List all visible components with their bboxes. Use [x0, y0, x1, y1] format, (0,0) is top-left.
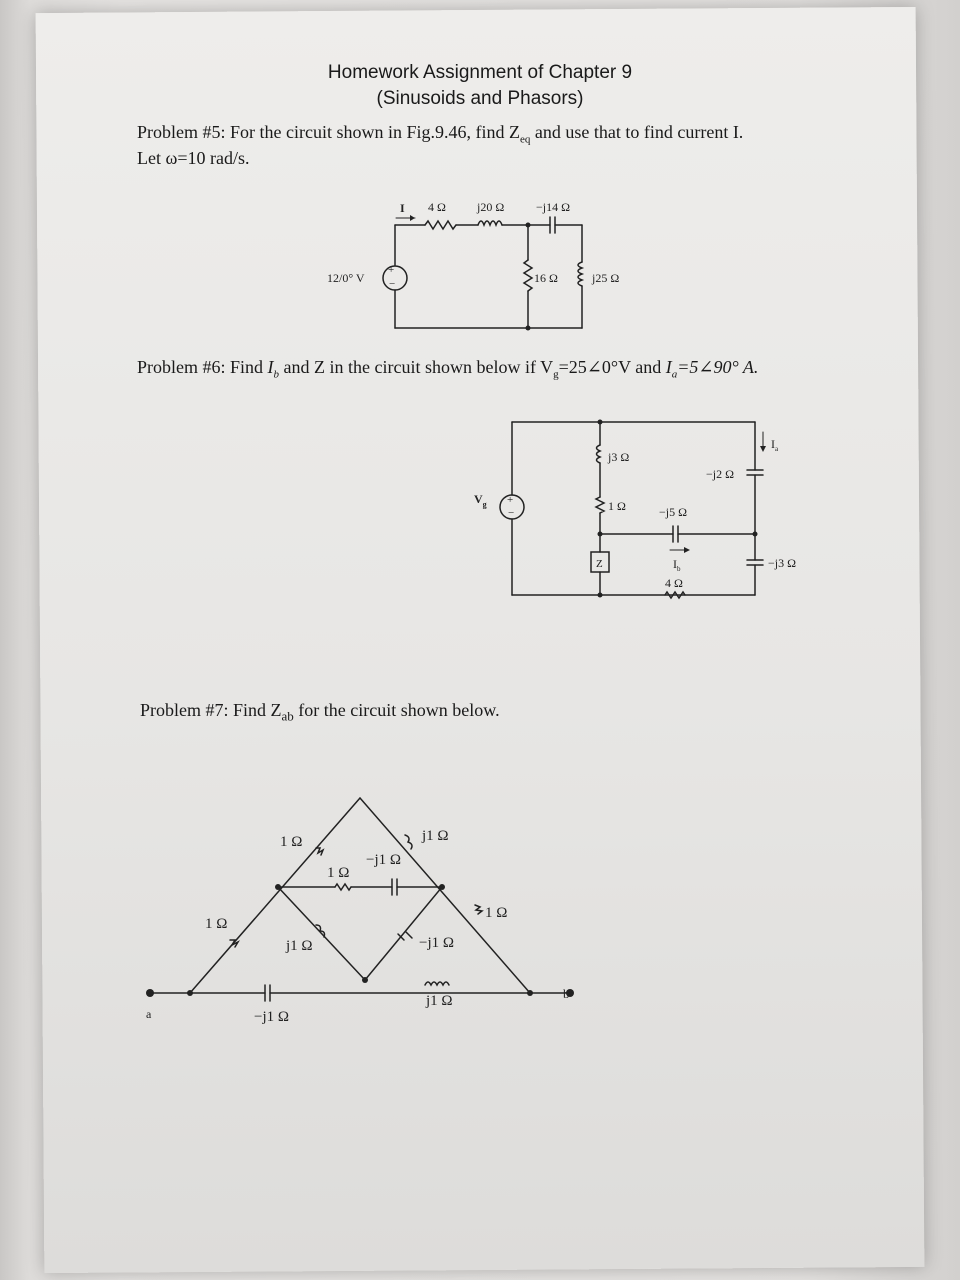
problem6-vg-sub: g: [553, 368, 559, 381]
page-title: Homework Assignment of Chapter 9: [327, 62, 633, 83]
p5-resistor-16: [522, 259, 534, 292]
problem6-text-c: =25∠0°V and: [558, 357, 666, 377]
p6-c3-label: −j3 Ω: [768, 556, 796, 570]
p5-l2-label: j25 Ω: [591, 271, 619, 285]
p7-r-left-label: 1 Ω: [205, 916, 227, 932]
p6-resistor-4: [664, 590, 686, 600]
p5-r2-label: 16 Ω: [534, 271, 558, 285]
p5-source-label: 12/0° V: [327, 271, 365, 285]
p6-r2-label: 4 Ω: [665, 576, 683, 590]
p5-resistor-4: [424, 219, 457, 231]
problem5-omega: Let ω=10 rad/s.: [137, 148, 250, 168]
problem6-statement: Problem #6: Find Ib and Z in the circuit…: [137, 357, 758, 381]
p5-inductor-j25: [577, 261, 585, 287]
p6-inductor-j3: [595, 444, 602, 464]
problem7-text-b: for the circuit shown below.: [293, 700, 500, 720]
problem7-statement: Problem #7: Find Zab for the circuit sho…: [140, 700, 500, 725]
p7-capacitor-inner: [397, 931, 413, 941]
p6-resistor-1: [594, 496, 606, 514]
problem7-circuit: 1 Ω j1 Ω 1 Ω −j1 Ω 1 Ω 1 Ω j1 Ω −j1 Ω −j…: [146, 797, 574, 1025]
p6-c1-label: −j2 Ω: [706, 467, 734, 481]
p7-l-top-right-label: j1 Ω: [421, 828, 449, 844]
p6-vg-label: Vg: [474, 492, 487, 509]
problem5-statement: Problem #5: For the circuit shown in Fig…: [137, 122, 743, 146]
p7-inductor-inner: [315, 924, 326, 938]
problem7-zab-sub: ab: [281, 708, 294, 724]
p6-r1-label: 1 Ω: [608, 499, 626, 513]
svg-text:+: +: [507, 494, 513, 506]
problem6-circuit: + − Vg j3 Ω 1 Ω −j2 Ω Ia −j5 Ω Ib Z 4 Ω …: [474, 419, 796, 600]
p7-inductor-bottom: [424, 981, 450, 987]
svg-text:−: −: [508, 507, 514, 519]
problem6-text-d: =5∠90° A.: [677, 357, 759, 377]
p7-r-right-label: 1 Ω: [485, 905, 507, 921]
p5-inductor-j20: [477, 220, 503, 228]
problem5-text-a: Problem #5: For the circuit shown in Fig…: [137, 122, 520, 142]
p7-c-mid-label: −j1 Ω: [366, 852, 401, 868]
p5-r1-label: 4 Ω: [428, 200, 446, 214]
p7-r-top-left-label: 1 Ω: [280, 834, 302, 850]
p6-z-label: Z: [596, 558, 603, 570]
problem6-ib: I: [267, 357, 274, 377]
p5-l1-label: j20 Ω: [476, 200, 504, 214]
problem6-ia-sub: a: [671, 368, 678, 381]
problem6-ib-sub: b: [273, 368, 280, 381]
p7-l-bottom-label: j1 Ω: [425, 993, 453, 1009]
problem6-ia: I: [665, 357, 672, 377]
p7-c-inner-label: −j1 Ω: [419, 935, 454, 951]
p7-terminal-a: [146, 989, 154, 997]
problem5-circuit: + − I 4 Ω j20 Ω −j14 Ω 12/0° V 16 Ω j25 …: [327, 200, 619, 331]
problem5-zeq-sub: eq: [519, 133, 531, 146]
svg-text:−: −: [389, 278, 395, 290]
p5-current-label: I: [400, 201, 405, 215]
p6-ib-label: Ib: [673, 557, 681, 573]
p7-l-inner-label: j1 Ω: [285, 938, 313, 954]
problem7-text-a: Problem #7: Find Z: [140, 700, 282, 720]
p7-resistor-right: [474, 904, 484, 915]
p6-ia-label: Ia: [771, 437, 779, 453]
p7-c-bottom-label: −j1 Ω: [254, 1009, 289, 1025]
p7-b-label: b: [563, 986, 570, 1001]
problem6-text-a: Problem #6: Find: [137, 357, 268, 377]
p6-l1-label: j3 Ω: [607, 450, 629, 464]
p7-resistor-mid: [334, 882, 352, 892]
p7-inductor-top-right: [404, 834, 413, 850]
p7-resistor-left: [229, 939, 240, 948]
p7-terminal-b: [566, 989, 574, 997]
page-subtitle: (Sinusoids and Phasors): [376, 88, 584, 109]
problem5-text-b: and use that to find current I.: [530, 122, 744, 142]
p7-r-mid-label: 1 Ω: [327, 865, 349, 881]
p7-resistor-top-left: [315, 847, 325, 856]
p5-c1-label: −j14 Ω: [536, 200, 570, 214]
svg-text:+: +: [388, 264, 394, 276]
p6-c2-label: −j5 Ω: [659, 505, 687, 519]
p7-a-label: a: [146, 1007, 152, 1021]
problem6-text-b: and Z in the circuit shown below if V: [279, 357, 554, 377]
